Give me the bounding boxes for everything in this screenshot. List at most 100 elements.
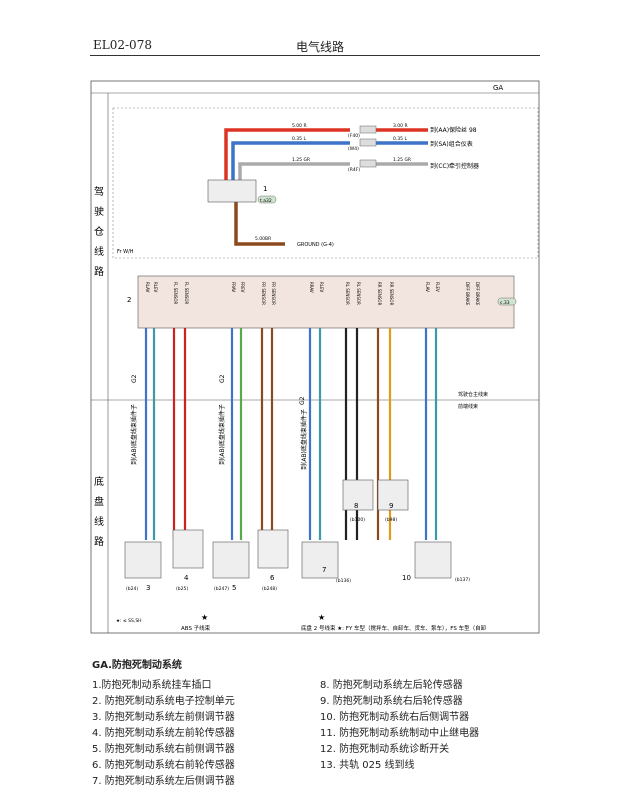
ground-label: GROUND (G-4) <box>297 242 334 248</box>
legend-item: 9. 防抱死制动系统右后轮传感器 <box>320 696 463 707</box>
top-connectors <box>359 125 377 168</box>
wire-gray <box>238 162 350 180</box>
g2-label: G2 <box>131 374 138 383</box>
legend-item: 4. 防抱死制动系统左前轮传感器 <box>92 728 235 739</box>
footer-right: 底盘 2 号线束 ★: FY 车型（搅拌车、自卸车、货车、泵车），FS 车型（自… <box>301 624 487 632</box>
ecu-pin-label: RL SENSOR <box>356 282 361 305</box>
top-wire-conn: (W4) <box>348 146 359 152</box>
ground-gauge: 5.00BR <box>255 236 271 242</box>
top-wire-gauge: 1.25 GR <box>292 157 310 163</box>
legend-item: 10. 防抱死制动系统右后侧调节器 <box>320 712 470 723</box>
legend-item: 1.防抱死制动系统挂车插口 <box>92 680 212 691</box>
module-3: 3 (b24) <box>124 541 162 592</box>
module-number: 3 <box>146 584 150 592</box>
ecu-pin-label: FL SENSOR <box>184 282 189 305</box>
ecu-pin-label: RLAV <box>145 282 150 293</box>
ecu-conn: c.33 <box>500 300 510 306</box>
top-wire-gauge: 0.35 L <box>292 136 306 142</box>
module-4: 4 (b25) <box>172 529 204 592</box>
diagram-frame <box>90 80 540 634</box>
wire-red <box>224 128 350 180</box>
vertical-wire-group <box>144 328 438 540</box>
wire-blue <box>231 141 350 180</box>
legend-item: 11. 防抱死制动系统制动中止继电器 <box>320 728 480 739</box>
zone-cab-char: 线 <box>94 245 104 258</box>
page-code: EL02-078 <box>93 38 152 52</box>
module-conn: (b25) <box>176 586 188 592</box>
side-text: 到(AB)底盘线束插件子 <box>130 404 138 465</box>
fr-wh-label: Fr W/H <box>117 249 134 255</box>
ecu-conn-badge <box>497 297 517 306</box>
legend-item: 6. 防抱死制动系统右前轮传感器 <box>92 760 235 771</box>
module-number: 9 <box>389 502 393 510</box>
ecu-pin-label: FR SENSOR <box>261 282 266 305</box>
page-title: 电气线路 <box>296 40 345 54</box>
ecu-pin-label: FL SENSOR <box>173 282 178 305</box>
module-number: 6 <box>270 574 275 582</box>
top-wire-dest: 到(AA)保险丝 98 <box>430 126 477 134</box>
ecu-pin-label: RRAV <box>309 282 314 293</box>
top-wire-dest: 到(CC)牵引控制器 <box>430 162 479 170</box>
component-1-conn: t.a32 <box>260 198 272 204</box>
module-conn: (b136) <box>336 578 351 584</box>
top-wire-conn: (F40) <box>348 133 360 139</box>
module-5: 5 (b247) <box>212 541 250 592</box>
ecu-pin-label: FRAV <box>231 282 236 292</box>
ecu-pin-label: RLEV <box>153 282 158 293</box>
module-conn: (b24) <box>126 586 138 592</box>
top-wire-gauge2: 3.00 R <box>393 123 408 129</box>
side-text: 到(AB)底盘线束插件子 <box>218 404 226 465</box>
top-wire-gauge2: 1.25 GR <box>393 157 411 163</box>
wire-brown-ground <box>234 200 285 246</box>
cab-enclosure <box>112 107 539 259</box>
module-number: 4 <box>184 574 189 582</box>
front-wire-label: 前端线束 <box>458 403 478 410</box>
component-1-number: 1 <box>263 185 267 193</box>
legend-item: 13. 共轨 025 线到线 <box>320 760 415 771</box>
zone-chassis-char: 底 <box>94 475 104 488</box>
star-mark: ★ <box>318 613 325 622</box>
legend-item: 3. 防抱死制动系统左前侧调节器 <box>92 712 235 723</box>
module-conn: (b248) <box>262 586 277 592</box>
module-6: 6 (b248) <box>257 529 289 592</box>
component-1-box <box>207 179 257 203</box>
module-10: 10 (b137) <box>402 541 470 583</box>
module-conn: (b98) <box>385 517 397 523</box>
g2-label: G2 <box>299 396 306 405</box>
ecu-pin-label: FLEV <box>435 282 440 292</box>
footer-left: ★: ≤ SS,SH <box>116 618 142 624</box>
ecu-pin-label: FLAV <box>425 282 430 292</box>
zone-cab-char: 驾 <box>94 186 104 198</box>
zone-cab-label: 驾 驶 仓 线 路 <box>94 186 104 278</box>
zone-chassis-char: 路 <box>94 535 104 548</box>
module-7: 7 (b136) <box>301 541 351 584</box>
module-conn: (b100) <box>350 517 365 523</box>
module-conn: (b137) <box>455 577 470 583</box>
legend-item: 8. 防抱死制动系统左后轮传感器 <box>320 680 463 691</box>
top-wire-gauge2: 0.35 L <box>393 136 407 142</box>
zone-chassis-char: 线 <box>94 515 104 528</box>
ecu-pin-label: RLEV <box>319 282 324 293</box>
component-1-conn-badge <box>257 195 277 204</box>
legend-item: 2. 防抱死制动系统电子控制单元 <box>92 696 235 707</box>
ga-tag: GA <box>493 84 503 92</box>
zone-cab-char: 仓 <box>94 225 104 238</box>
module-number: 8 <box>354 502 358 510</box>
ecu-pin-label: FREV <box>240 282 245 293</box>
legend-item: 12. 防抱死制动系统诊断开关 <box>320 744 450 755</box>
ecu-pin-label: DIFF BRAKE <box>465 282 470 306</box>
ecu-box <box>137 275 515 329</box>
footer-mid: ABS 子线束 <box>181 624 211 632</box>
zone-cab-char: 路 <box>94 265 104 278</box>
ecu-pin-label: DIFF BRAKE <box>475 282 480 306</box>
module-8: 8 (b100) <box>342 479 374 523</box>
star-mark: ★ <box>201 613 208 622</box>
g2-label: G2 <box>219 374 226 383</box>
module-number: 7 <box>322 566 326 574</box>
wiring-diagram: GA 驾 驶 仓 线 路 底 盘 线 路 Fr W/H 5.00 R 0.35 … <box>90 80 540 634</box>
ecu-pin-label: FR SENSOR <box>271 282 276 305</box>
top-wires <box>224 128 428 246</box>
top-wire-conn: (R4F) <box>348 167 360 173</box>
top-wire-gauge: 5.00 R <box>292 123 307 129</box>
